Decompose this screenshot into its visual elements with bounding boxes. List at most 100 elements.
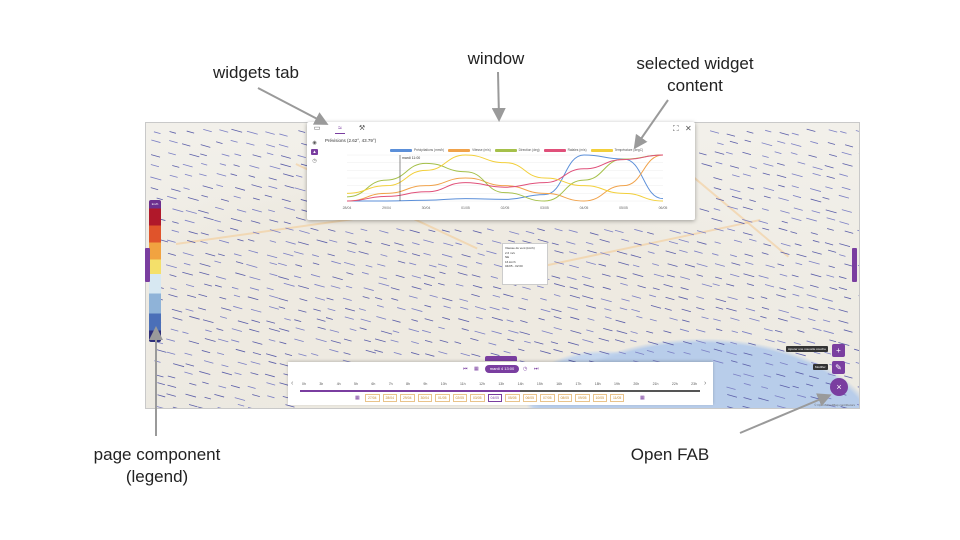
fullscreen-icon[interactable]: ⛶ [673, 124, 679, 133]
wind-arrow [553, 349, 563, 353]
wind-arrow [585, 241, 594, 245]
widgets-tab-icon[interactable]: ≈ [335, 125, 345, 134]
hour-tick[interactable]: 11h [460, 382, 466, 386]
hour-tick[interactable]: 7h [388, 382, 393, 386]
wind-arrow [172, 317, 183, 321]
clock-icon[interactable]: ◷ [523, 366, 528, 372]
date-chip[interactable]: 06/05 [522, 394, 537, 402]
series-line[interactable] [346, 154, 664, 202]
hour-tick[interactable]: 8h [406, 382, 410, 386]
date-chip[interactable]: 03/05 [470, 394, 485, 402]
date-chip[interactable]: 04/05 [487, 394, 502, 402]
close-icon[interactable]: ✕ [685, 124, 692, 133]
hour-tick[interactable]: 0h [302, 382, 306, 386]
wind-arrow [713, 318, 721, 322]
hour-tick[interactable]: 6h [371, 382, 376, 386]
calendar-icon[interactable]: ▦ [474, 366, 479, 372]
wind-arrow [285, 241, 296, 245]
left-panel-tab[interactable] [145, 248, 150, 282]
hour-tick[interactable]: 15h [536, 382, 543, 386]
skip-forward-icon[interactable]: ⏭ [534, 366, 539, 372]
series-line[interactable] [346, 154, 664, 202]
hour-tick[interactable]: 21h [652, 382, 659, 386]
hour-tick[interactable]: 20h [633, 382, 640, 386]
timeline-grip[interactable] [485, 356, 517, 361]
hour-tick[interactable]: 19h [614, 382, 620, 386]
wind-arrow [824, 165, 834, 169]
chart-legend-item[interactable]: Rafales (m/s) [543, 147, 587, 153]
forecast-window: ▭ ≈ ⚒ ⛶ ✕ ◉ ▴ ◷ Prévisions (2.62°, 43.79… [307, 122, 695, 220]
wind-arrow [314, 283, 325, 288]
chart-legend-item[interactable]: Température (degC) [590, 147, 643, 153]
edit-button[interactable]: ✎ [832, 361, 845, 374]
series-line[interactable] [346, 154, 664, 202]
hour-tick[interactable]: 10h [440, 382, 447, 386]
hour-tick[interactable]: 16h [556, 382, 563, 386]
calendar-icon[interactable]: ▦ [640, 395, 645, 401]
date-chip[interactable]: 01/05 [435, 394, 450, 402]
date-chip[interactable]: 08/05 [557, 394, 572, 402]
wind-arrow [600, 252, 611, 256]
layers-tab-icon[interactable]: ▭ [313, 125, 321, 132]
wind-arrow [776, 294, 786, 298]
hour-tick[interactable]: 23h [691, 382, 697, 386]
eye-icon[interactable]: ◉ [312, 140, 317, 146]
wind-arrow [680, 276, 691, 280]
clock-icon[interactable]: ◷ [312, 158, 317, 164]
date-chip[interactable]: 30/04 [417, 394, 432, 402]
skip-back-icon[interactable]: ⏮ [463, 366, 468, 372]
hour-tick[interactable]: 18h [594, 382, 601, 386]
wind-arrow [616, 251, 628, 255]
date-chip[interactable]: 27/04 [365, 394, 380, 402]
chart-toggle-icon[interactable]: ▴ [311, 149, 318, 155]
current-time-pill[interactable]: mardi 4 13:00 [485, 365, 519, 373]
hour-tick[interactable]: 13h [498, 382, 505, 386]
wind-arrow [763, 163, 774, 167]
x-tick-label: 30/04 [422, 206, 431, 210]
wind-arrow [329, 239, 338, 243]
hour-tick[interactable]: 5h [354, 382, 358, 386]
chevron-right-icon[interactable]: › [704, 380, 707, 387]
open-fab-button[interactable]: × [830, 378, 848, 396]
hour-tick[interactable]: 14h [517, 382, 524, 386]
chart-legend-item[interactable]: Vitesse (m/s) [448, 147, 491, 153]
date-chip[interactable]: 05/05 [505, 394, 520, 402]
wind-arrow [397, 307, 406, 311]
date-chip[interactable]: 28/04 [382, 394, 397, 402]
wind-arrow [840, 131, 847, 134]
chart-legend-item[interactable]: Précipitations (mm/h) [390, 147, 444, 153]
date-chip[interactable]: 29/04 [400, 394, 415, 402]
time-slider[interactable] [300, 390, 700, 392]
date-chip[interactable]: 09/05 [575, 394, 590, 402]
x-tick-label: 04/05 [580, 206, 589, 210]
wind-arrow [231, 328, 243, 332]
add-layer-button[interactable]: + [832, 344, 845, 357]
date-chip[interactable]: 02/05 [452, 394, 467, 402]
tools-tab-icon[interactable]: ⚒ [358, 125, 366, 132]
wind-arrow [167, 252, 176, 256]
hour-tick[interactable]: 22h [671, 382, 678, 386]
hour-tick[interactable]: 9h [423, 382, 428, 386]
wind-arrow [824, 242, 834, 246]
series-line[interactable] [346, 154, 664, 202]
hour-tick[interactable]: 4h [336, 382, 341, 386]
map-attribution[interactable]: © OpenStreetMap contributors [814, 403, 855, 407]
wind-arrow [614, 229, 624, 233]
wind-arrow [266, 382, 276, 386]
wind-arrow [235, 187, 246, 191]
hour-tick[interactable]: 3h [319, 382, 324, 386]
wind-arrow [726, 283, 735, 287]
hour-tick[interactable]: 17h [575, 382, 582, 386]
date-chip[interactable]: 11/05 [610, 394, 625, 402]
calendar-icon[interactable]: ▦ [355, 395, 360, 401]
right-panel-tab[interactable] [852, 248, 857, 282]
hour-tick[interactable]: 12h [479, 382, 485, 386]
chart-legend-item[interactable]: Direction (deg) [494, 147, 540, 153]
series-line[interactable] [347, 154, 664, 202]
wind-arrow [461, 254, 471, 258]
chevron-left-icon[interactable]: ‹ [291, 380, 294, 387]
wind-arrow [696, 241, 707, 245]
date-chip[interactable]: 10/05 [592, 394, 607, 402]
date-chip[interactable]: 07/05 [540, 394, 555, 402]
